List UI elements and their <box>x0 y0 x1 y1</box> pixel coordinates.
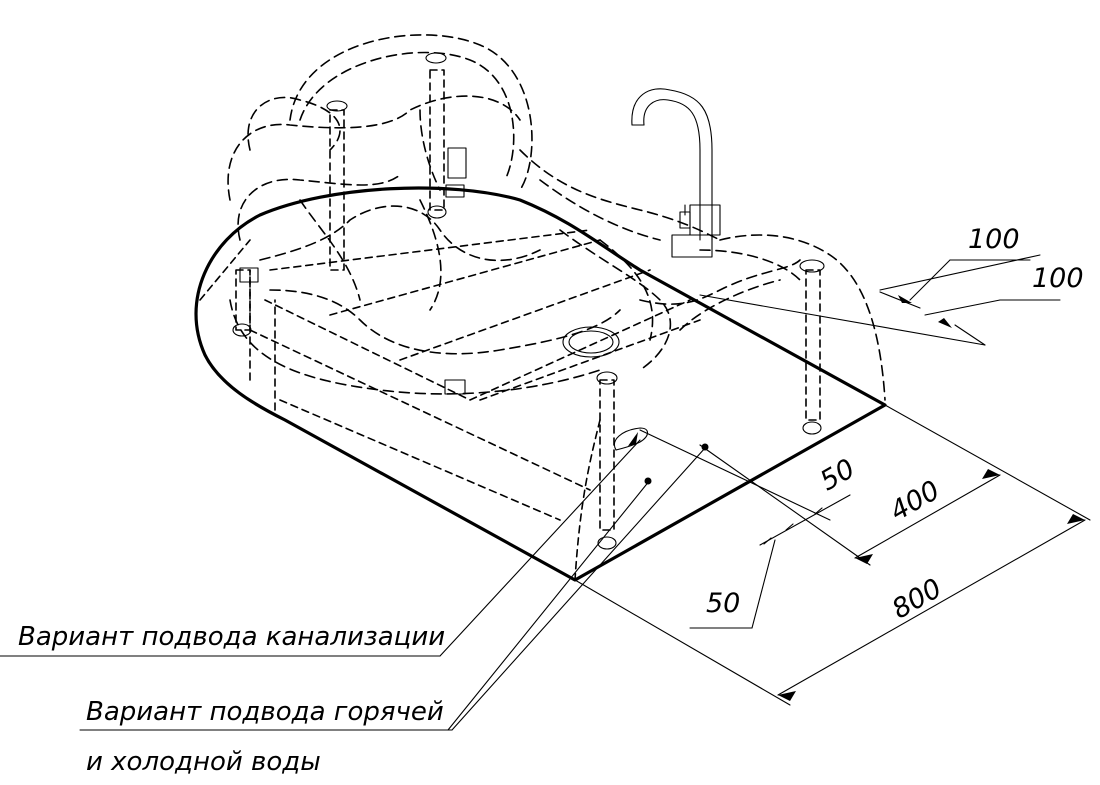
bathtub-hidden-outline <box>199 34 886 581</box>
water-supply-label-line1: Вариант подвода горячей <box>86 697 444 727</box>
mounting-brackets <box>239 147 467 395</box>
support-legs <box>232 52 825 550</box>
sewer-supply-label: Вариант подвода канализации <box>18 622 445 652</box>
dim-50-right: 50 <box>815 453 860 497</box>
drain-outlet <box>562 326 620 358</box>
bathtub-footprint-outline <box>194 186 887 582</box>
leader-lines <box>0 427 709 731</box>
dimension-labels: 100 100 50 400 800 50 <box>706 224 1084 625</box>
faucet <box>631 88 721 258</box>
dimension-lines <box>574 254 1091 706</box>
callout-labels: Вариант подвода канализации Вариант подв… <box>18 622 445 777</box>
dim-100-lower: 100 <box>1032 263 1084 294</box>
dim-100-upper: 100 <box>968 224 1020 255</box>
dim-400: 400 <box>885 475 945 528</box>
water-supply-label-line2: и холодной воды <box>86 747 321 777</box>
dim-800: 800 <box>887 573 947 626</box>
dim-50-left: 50 <box>706 588 740 619</box>
